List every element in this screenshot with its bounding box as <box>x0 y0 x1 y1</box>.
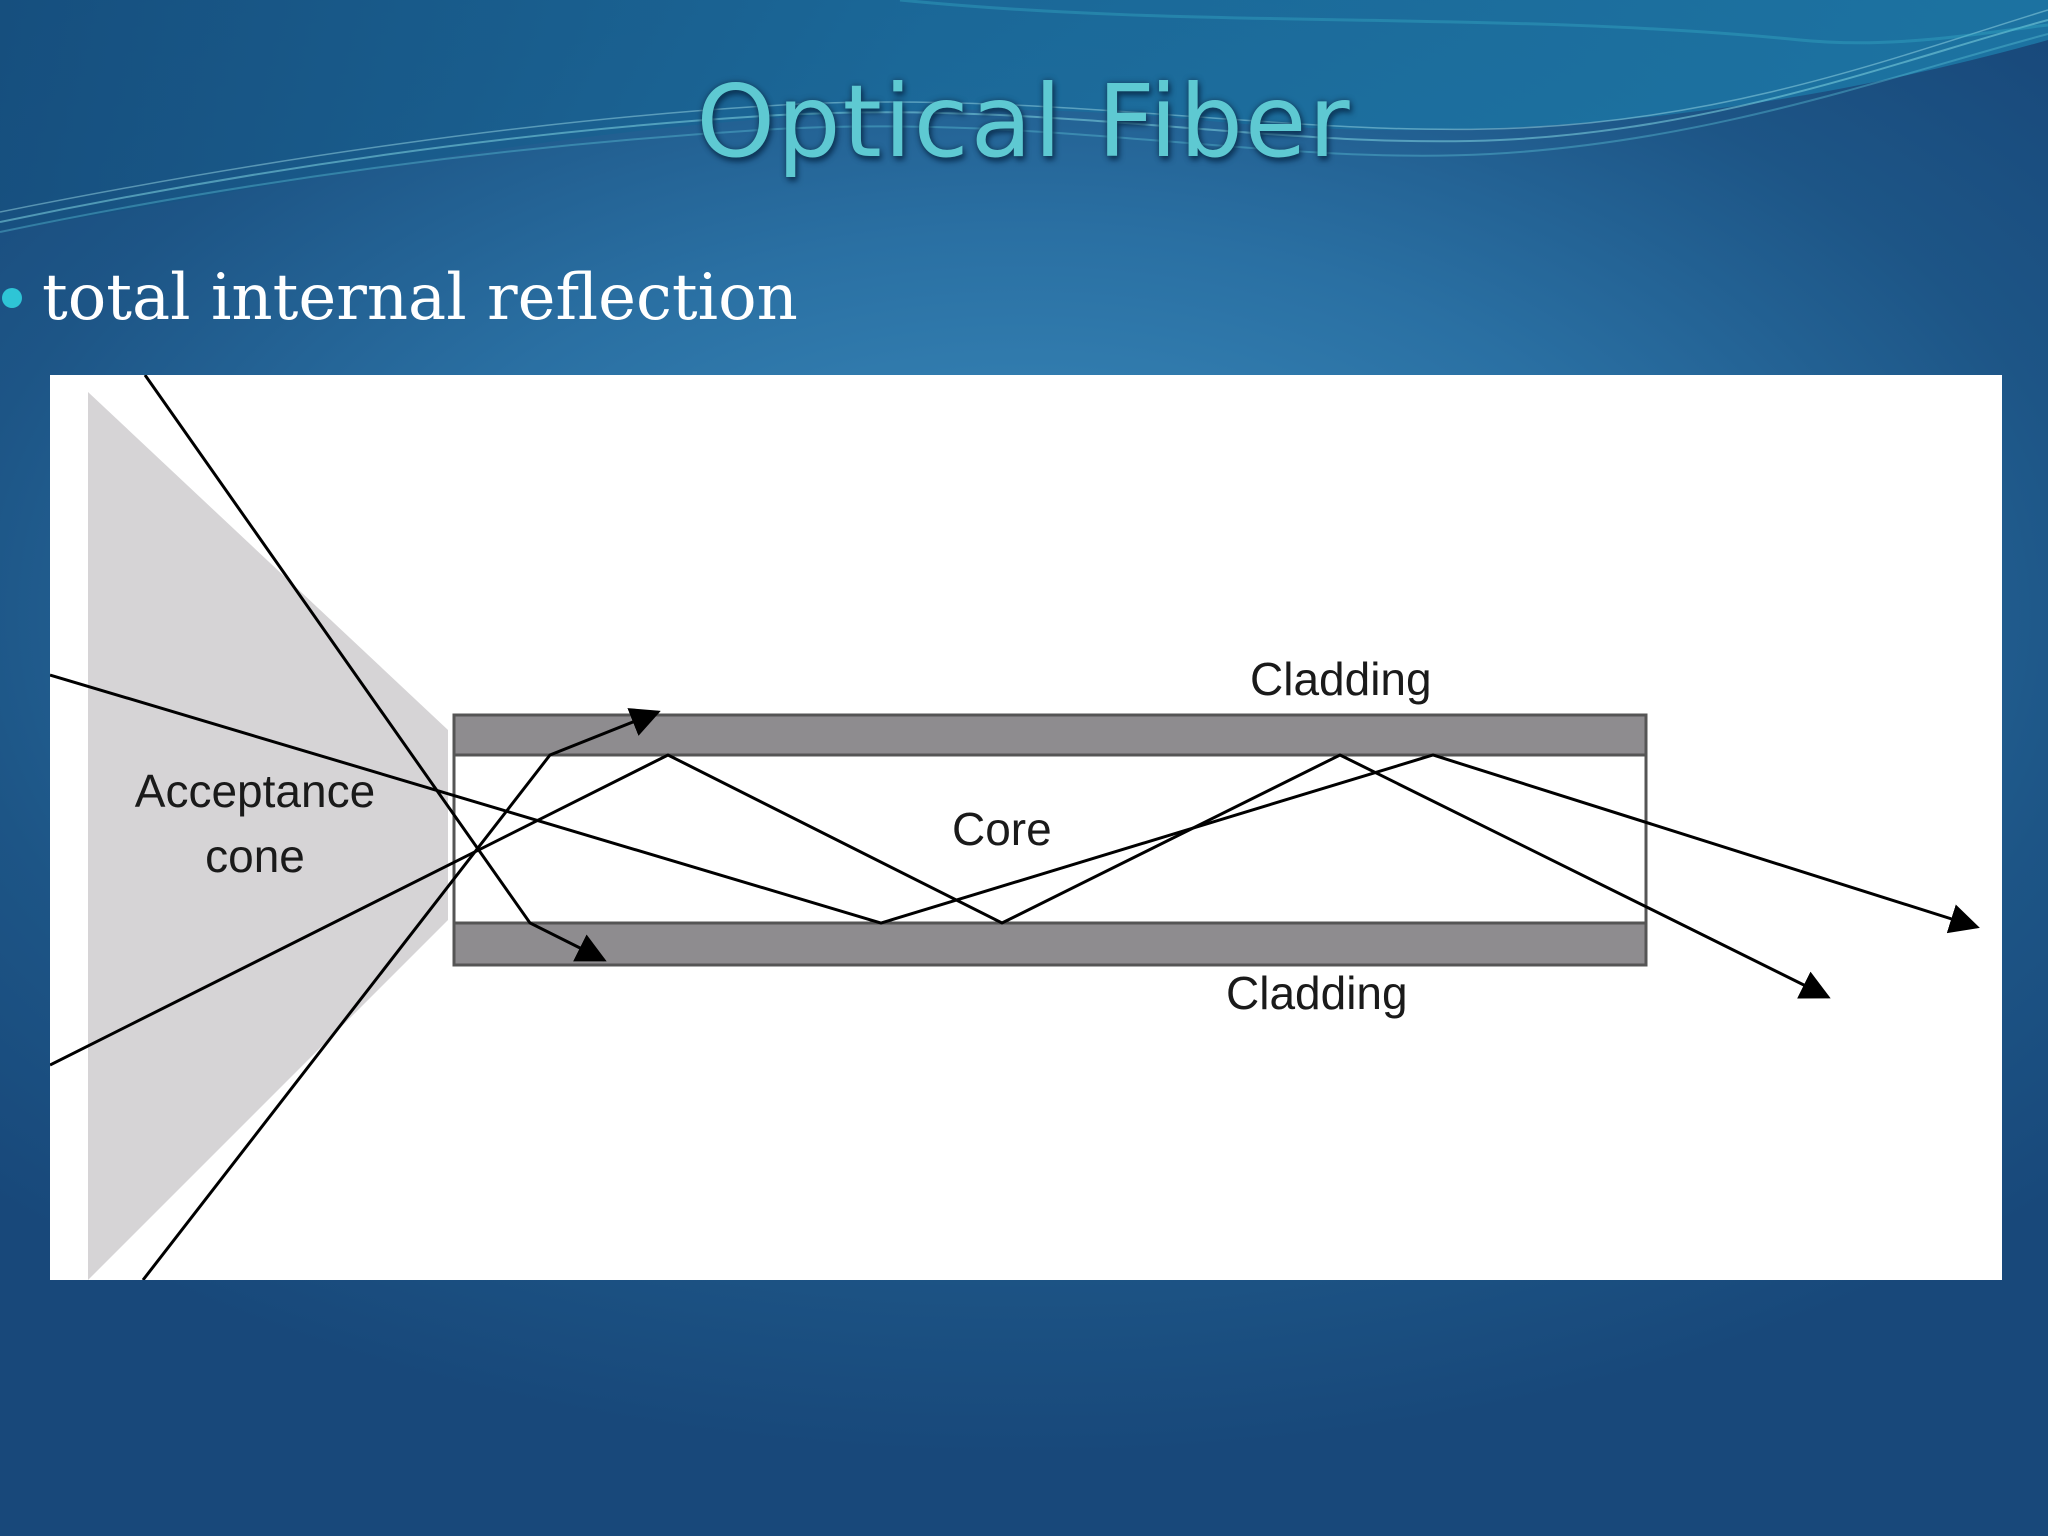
cladding-bottom-label: Cladding <box>1226 967 1408 1019</box>
acceptance-cone-label-line2: cone <box>205 830 305 882</box>
ray-guided-b <box>50 753 1831 1067</box>
slide-title: Optical Fiber <box>696 63 1352 180</box>
acceptance-cone-label-line1: Acceptance <box>135 765 375 817</box>
cladding-top-label: Cladding <box>1250 653 1432 705</box>
fiber-diagram-svg: Cladding Cladding Core Acceptance cone <box>50 375 1980 1280</box>
header-wave-decoration <box>0 0 2048 233</box>
ray-guided-a <box>50 673 1980 934</box>
bullet-item: total internal reflection <box>0 258 798 338</box>
fiber-diagram: Cladding Cladding Core Acceptance cone <box>50 375 2002 1280</box>
core-label: Core <box>952 803 1052 855</box>
cladding-bottom-bar <box>452 921 1648 967</box>
ray-escaping-bottom <box>143 375 607 962</box>
acceptance-cone <box>88 392 448 1280</box>
ray-escaping-top <box>141 708 661 1280</box>
bullet-text: total internal reflection <box>42 261 798 335</box>
bullet-dot-icon <box>2 288 22 308</box>
